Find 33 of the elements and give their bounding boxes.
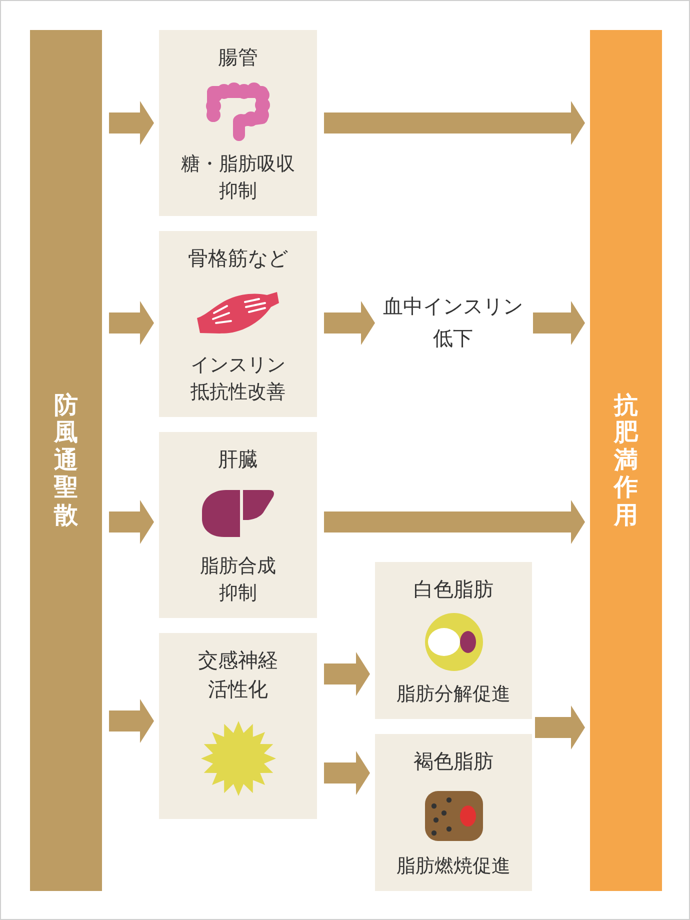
- card-text: 脂肪分解促進: [396, 682, 510, 707]
- block-arrow: [324, 301, 375, 345]
- card-text: 脂肪燃焼促進: [396, 854, 510, 879]
- flow-text: 血中インスリン低下: [380, 290, 526, 354]
- block-arrow: [535, 706, 585, 750]
- card-title: 白色脂肪: [414, 576, 494, 603]
- step-card: [159, 231, 317, 417]
- card-text: 脂肪合成抑制: [199, 554, 277, 606]
- block-arrow: [324, 652, 370, 696]
- block-arrow: [109, 301, 154, 345]
- bar-label: 抗肥満作用: [614, 392, 638, 530]
- card-title: 褐色脂肪: [414, 748, 494, 775]
- bar-label: 防風通聖散: [54, 392, 78, 530]
- block-arrow: [109, 101, 154, 145]
- card-title: 肝臓: [218, 446, 258, 473]
- block-arrow: [109, 699, 154, 743]
- side-bar: [590, 30, 662, 891]
- block-arrow: [533, 301, 585, 345]
- side-bar: [30, 30, 102, 891]
- step-card: [375, 562, 532, 719]
- step-card: [375, 734, 532, 891]
- block-arrow: [324, 751, 370, 795]
- card-text: 糖・脂肪吸収抑制: [180, 152, 296, 204]
- step-card: [159, 633, 317, 819]
- block-arrow: [324, 101, 585, 145]
- card-text: インスリン抵抗性改善: [190, 353, 286, 405]
- card-title: 交感神経活性化: [197, 647, 279, 703]
- step-card: [159, 30, 317, 216]
- card-title: 骨格筋など: [188, 245, 288, 272]
- block-arrow: [109, 500, 154, 544]
- block-arrow: [324, 500, 585, 544]
- card-title: 腸管: [218, 44, 258, 71]
- step-card: [159, 432, 317, 618]
